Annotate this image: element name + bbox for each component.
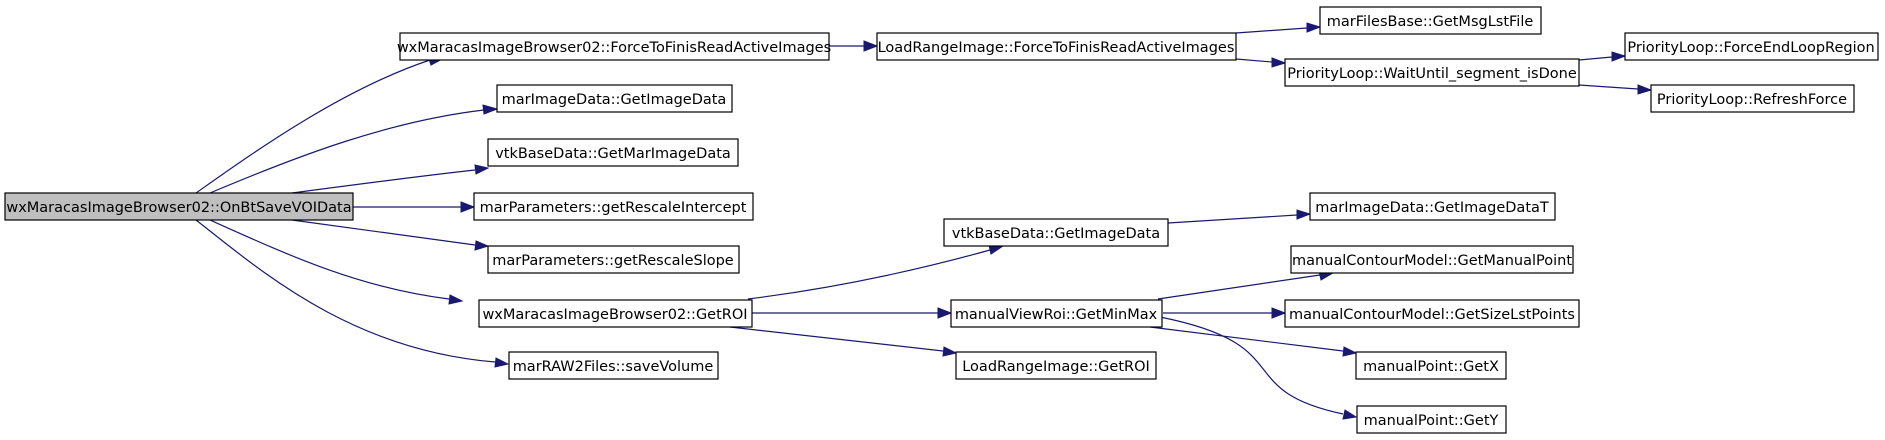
node-get-x[interactable]: manualPoint::GetX — [1355, 351, 1507, 380]
edge-get-roi-browser-to-get-min-max — [752, 307, 953, 319]
node-label: marParameters::getRescaleIntercept — [480, 200, 747, 216]
node-root[interactable]: wxMaracasImageBrowser02::OnBtSaveVOIData — [4, 192, 354, 221]
edge-get-min-max-to-get-manual-point — [1157, 270, 1335, 300]
node-label: manualPoint::GetX — [1363, 359, 1499, 375]
edge-root-to-get-image-data — [209, 104, 499, 194]
edge-wait-until-segment-to-force-end-loop-region — [1578, 51, 1627, 62]
node-label: marFilesBase::GetMsgLstFile — [1327, 14, 1534, 30]
edge-wait-until-segment-to-refresh-force — [1578, 84, 1653, 95]
edge-get-min-max-to-get-x — [1149, 326, 1358, 357]
edge-force-finis-lri-to-wait-until-segment — [1235, 57, 1287, 68]
node-force-end-loop-region[interactable]: PriorityLoop::ForceEndLoopRegion — [1624, 32, 1879, 61]
node-refresh-force[interactable]: PriorityLoop::RefreshForce — [1650, 84, 1855, 113]
edge-root-to-save-volume — [195, 219, 510, 368]
edge-vtk-get-image-data-to-get-image-data-t — [1167, 209, 1312, 224]
node-label: LoadRangeImage::GetROI — [962, 359, 1150, 375]
node-label: marParameters::getRescaleSlope — [492, 253, 734, 269]
node-wait-until-segment[interactable]: PriorityLoop::WaitUntil_segment_isDone — [1284, 58, 1580, 87]
node-label: vtkBaseData::GetImageData — [952, 226, 1160, 242]
node-label: manualPoint::GetY — [1364, 413, 1499, 429]
node-label: LoadRangeImage::ForceToFinisReadActiveIm… — [878, 40, 1235, 56]
node-label: PriorityLoop::RefreshForce — [1657, 92, 1847, 108]
node-lri-get-roi[interactable]: LoadRangeImage::GetROI — [955, 351, 1157, 380]
edge-get-min-max-to-get-y — [1159, 316, 1358, 420]
node-get-mar-image-data[interactable]: vtkBaseData::GetMarImageData — [487, 138, 739, 167]
node-get-y[interactable]: manualPoint::GetY — [1356, 405, 1507, 434]
edge-force-finis-browser-to-force-finis-lri — [829, 40, 879, 52]
edge-root-to-get-mar-image-data — [291, 164, 490, 194]
node-label: wxMaracasImageBrowser02::ForceToFinisRea… — [397, 40, 831, 56]
node-label: marImageData::GetImageDataT — [1315, 200, 1549, 216]
node-get-rescale-slope[interactable]: marParameters::getRescaleSlope — [487, 245, 740, 274]
node-label: wxMaracasImageBrowser02::GetROI — [482, 307, 747, 323]
edge-get-roi-browser-to-vtk-get-image-data — [747, 244, 1005, 300]
node-save-volume[interactable]: marRAW2Files::saveVolume — [508, 351, 719, 380]
edge-get-roi-browser-to-lri-get-roi — [729, 326, 958, 357]
node-vtk-get-image-data[interactable]: vtkBaseData::GetImageData — [943, 218, 1169, 247]
call-edges — [195, 22, 1653, 420]
node-label: vtkBaseData::GetMarImageData — [495, 146, 731, 162]
edge-root-to-get-rescale-intercept — [353, 201, 476, 213]
edge-get-min-max-to-get-size-lst-points — [1163, 307, 1287, 319]
node-get-image-data[interactable]: marImageData::GetImageData — [496, 84, 733, 113]
node-label: manualContourModel::GetManualPoint — [1292, 253, 1572, 269]
node-force-finis-lri[interactable]: LoadRangeImage::ForceToFinisReadActiveIm… — [876, 32, 1237, 61]
node-label: manualContourModel::GetSizeLstPoints — [1289, 307, 1575, 323]
node-get-size-lst-points[interactable]: manualContourModel::GetSizeLstPoints — [1284, 299, 1580, 328]
node-get-rescale-intercept[interactable]: marParameters::getRescaleIntercept — [473, 192, 754, 221]
edge-force-finis-lri-to-get-msg-lst-file — [1235, 22, 1322, 34]
node-label: marRAW2Files::saveVolume — [513, 359, 714, 375]
call-nodes: wxMaracasImageBrowser02::OnBtSaveVOIData… — [4, 6, 1879, 434]
node-label: wxMaracasImageBrowser02::OnBtSaveVOIData — [6, 200, 351, 216]
node-label: manualViewRoi::GetMinMax — [955, 307, 1158, 323]
node-get-min-max[interactable]: manualViewRoi::GetMinMax — [950, 299, 1163, 328]
edge-root-to-get-rescale-slope — [291, 219, 490, 251]
node-label: PriorityLoop::ForceEndLoopRegion — [1627, 40, 1874, 56]
node-get-roi-browser[interactable]: wxMaracasImageBrowser02::GetROI — [478, 299, 753, 328]
node-label: marImageData::GetImageData — [502, 92, 727, 108]
node-get-manual-point[interactable]: manualContourModel::GetManualPoint — [1290, 245, 1574, 274]
node-force-finis-browser[interactable]: wxMaracasImageBrowser02::ForceToFinisRea… — [397, 32, 831, 61]
node-get-image-data-t[interactable]: marImageData::GetImageDataT — [1309, 192, 1556, 221]
node-label: PriorityLoop::WaitUntil_segment_isDone — [1287, 66, 1577, 82]
edge-root-to-get-roi-browser — [209, 219, 464, 305]
node-get-msg-lst-file[interactable]: marFilesBase::GetMsgLstFile — [1319, 6, 1542, 35]
